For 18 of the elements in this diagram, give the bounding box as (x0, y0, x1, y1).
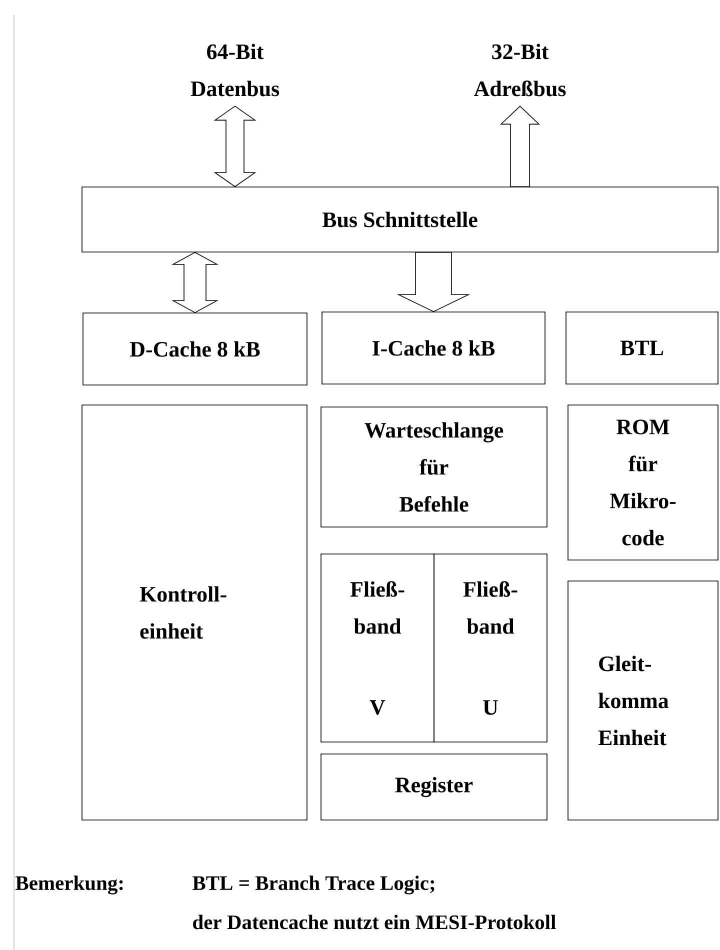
block-arrow (396, 252, 470, 312)
cache-box: I-Cache 8 kB (322, 312, 546, 384)
bus-label: 32-Bit Adreßbus (474, 44, 566, 96)
note-text: Bemerkung: (16, 876, 123, 894)
unit-box: Kontroll- einheit (82, 404, 308, 820)
block-arrow (214, 106, 256, 188)
pipeline-box: Fließ- band V (320, 554, 434, 742)
unit-box: ROM für Mikro- code (568, 404, 718, 560)
pipeline-box: Fließ- band U (434, 554, 548, 742)
note-text: der Datencache nutzt ein MESI-Protokoll (193, 914, 556, 930)
bus-label: 64-Bit Datenbus (190, 44, 280, 96)
interface-box: Bus Schnittstelle (82, 186, 718, 252)
register-box: Register (320, 754, 548, 820)
unit-box: BTL (566, 312, 718, 384)
note-text: BTL = Branch Trace Logic; (192, 876, 434, 894)
cache-box: D-Cache 8 kB (82, 312, 308, 386)
unit-box: Warteschlange für Befehle (320, 406, 548, 528)
unit-box: Gleit- komma Einheit (568, 580, 718, 820)
